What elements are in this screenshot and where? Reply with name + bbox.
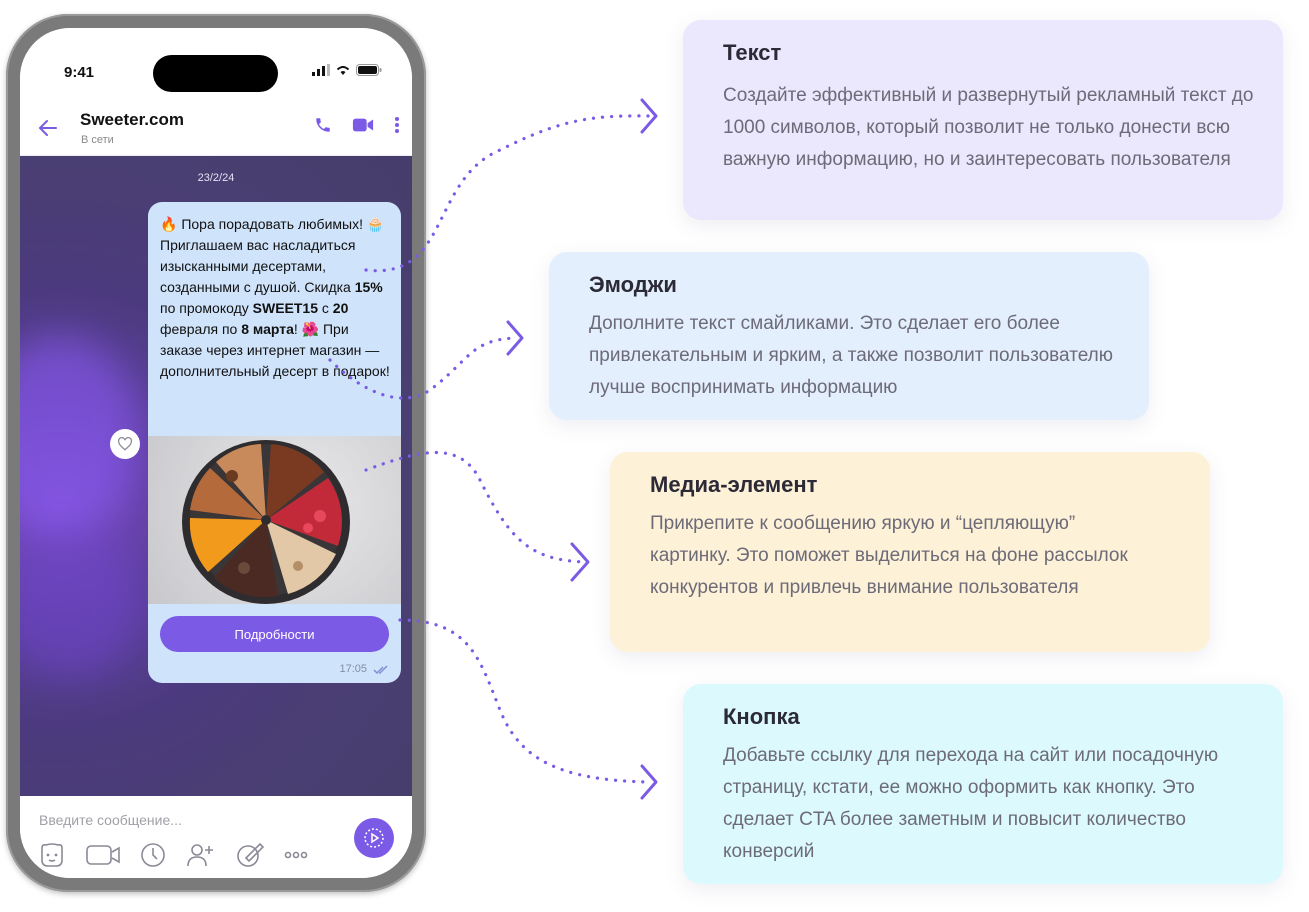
message-line: Приглашаем вас насладиться изысканными д… [160,237,356,295]
chevron-right-icon [640,98,658,134]
card-body: Прикрепите к сообщению яркую и “цепляющу… [650,513,1128,598]
background-glow [20,536,140,676]
status-bar: 9:41 [20,28,412,92]
signal-icon [312,64,330,76]
card-button: Кнопка Добавьте ссылку для перехода на с… [683,684,1283,884]
phone-call-icon[interactable] [314,116,332,134]
message-line: ! [293,321,302,337]
chevron-right-icon [570,542,590,582]
card-title: Текст [723,40,782,65]
card-title: Эмоджи [589,272,677,297]
message-line: Пора порадовать любимых! [181,216,363,232]
more-options-icon[interactable] [394,116,400,134]
discount-value: 15% [354,279,383,295]
cupcake-emoji: 🧁 [366,216,385,232]
cake-image [148,436,401,604]
add-contact-icon[interactable] [186,842,216,868]
sticker-icon[interactable] [38,842,66,868]
promo-code: SWEET15 [252,300,318,316]
send-icon [364,828,384,848]
contact-status: В сети [81,134,114,146]
card-media: Медиа-элемент Прикрепите к сообщению ярк… [610,452,1210,652]
back-arrow-icon[interactable] [36,116,60,140]
video-message-icon[interactable] [86,844,120,866]
chat-area: 23/2/24 🔥 Пора порадовать любимых! 🧁 При… [20,156,412,796]
chevron-right-icon [506,320,524,356]
card-body: Создайте эффективный и развернутый рекла… [723,85,1254,170]
send-button[interactable] [354,818,394,858]
date-separator: 23/2/24 [197,172,235,184]
chat-header: Sweeter.com В сети [20,102,412,156]
date-to: 8 марта [241,321,294,337]
wifi-icon [336,66,350,75]
like-button[interactable] [110,429,140,459]
card-body: Дополните текст смайликами. Это сделает … [589,313,1113,398]
contact-name: Sweeter.com [80,110,184,129]
message-time: 17:05 [339,663,367,675]
fire-emoji: 🔥 [160,216,178,232]
chevron-right-icon [640,764,658,800]
message-line: по промокоду [160,300,253,316]
header-actions [314,116,400,134]
more-icon[interactable] [284,851,308,859]
message-line: с [318,300,333,316]
video-call-icon[interactable] [352,116,374,134]
message-input[interactable]: Введите сообщение... [39,812,182,828]
date-from: 20 [332,300,349,316]
timer-icon[interactable] [140,842,166,868]
read-receipt-icon [373,665,388,675]
card-text: Текст Создайте эффективный и развернутый… [683,20,1283,220]
card-emoji: Эмоджи Дополните текст смайликами. Это с… [549,252,1149,420]
cake-platter-image [182,440,350,604]
card-title: Медиа-элемент [650,472,818,497]
phone-mockup: 9:41 [6,14,426,892]
message-bubble: 🔥 Пора порадовать любимых! 🧁 Приглашаем … [148,202,401,683]
connector-button [398,618,650,784]
composer-toolbar [38,842,308,868]
dynamic-island [153,55,278,92]
message-line: февраля по [160,321,242,337]
heart-icon [117,437,133,451]
card-body: Добавьте ссылку для перехода на сайт или… [723,745,1219,862]
battery-icon [356,64,382,76]
flower-emoji: 🌺 [301,321,320,337]
phone-screen: 9:41 [20,28,412,878]
card-title: Кнопка [723,704,800,729]
doodle-icon[interactable] [236,842,264,868]
status-icons [312,64,382,76]
details-button[interactable]: Подробности [160,616,389,652]
message-text: 🔥 Пора порадовать любимых! 🧁 Приглашаем … [160,214,392,382]
message-composer: Введите сообщение... [20,796,412,878]
status-time: 9:41 [64,64,95,81]
